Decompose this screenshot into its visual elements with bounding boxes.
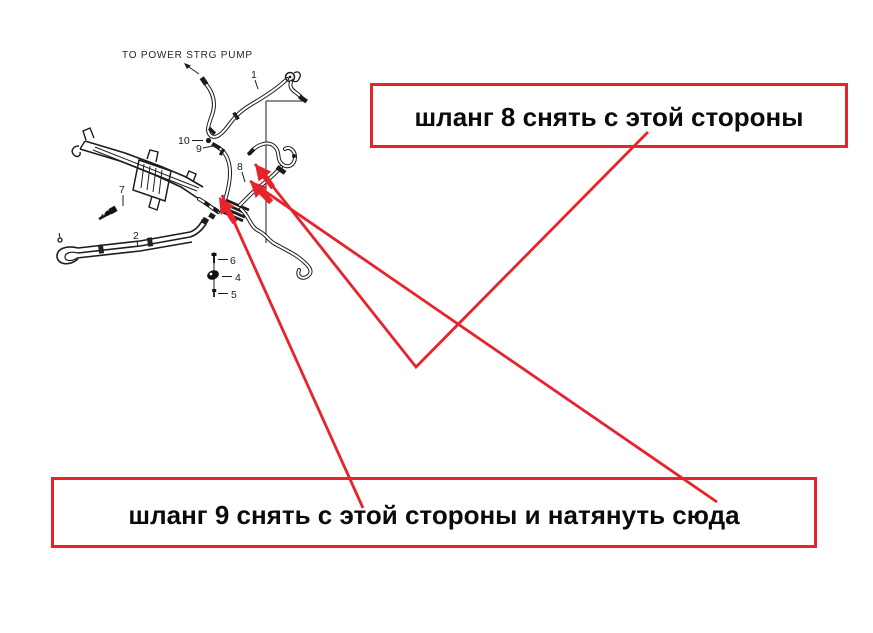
part-label-7: 7 [119, 184, 125, 196]
annotation-box-hose8-text: шланг 8 снять с этой стороны [414, 101, 804, 132]
clamp-hardware-column [207, 252, 232, 297]
label-leaders [136, 79, 259, 248]
part-label-10: 10 [178, 135, 190, 147]
annotation-box-hose9-text: шланг 9 снять с этой стороны и натянуть … [128, 499, 740, 530]
annotation-line-hose8 [253, 131, 649, 370]
arrow-hose8-upper [255, 164, 275, 190]
pump-direction-arrow [184, 63, 200, 75]
annotation-line-pull-here [249, 179, 718, 504]
annotation-box-hose8: шланг 8 снять с этой стороны [370, 83, 848, 148]
part-label-5: 5 [231, 289, 237, 301]
annotation-line-hose9 [220, 194, 365, 509]
cooler-tubes [56, 212, 216, 265]
part-label-6: 6 [230, 255, 236, 267]
lower-pipe [239, 207, 313, 280]
part-label-9: 9 [196, 143, 202, 155]
arrow-hose9-junction [219, 197, 238, 224]
pump-label: TO POWER STRG PUMP [122, 50, 253, 61]
part-7-bolt [98, 195, 124, 221]
annotation-lines [220, 131, 718, 509]
annotation-arrows [219, 164, 275, 224]
steering-rack [71, 127, 220, 214]
hose-1 [199, 71, 308, 139]
arrow-hose8-lower [250, 181, 274, 205]
part-10-grommet [205, 137, 212, 144]
annotation-box-hose9: шланг 9 снять с этой стороны и натянуть … [51, 477, 817, 548]
hose-8 [238, 141, 298, 207]
part-label-1: 1 [251, 69, 257, 81]
hose-9 [205, 137, 233, 205]
part-label-4: 4 [235, 272, 241, 284]
part-label-2: 2 [133, 230, 139, 242]
part-label-8: 8 [237, 161, 243, 173]
